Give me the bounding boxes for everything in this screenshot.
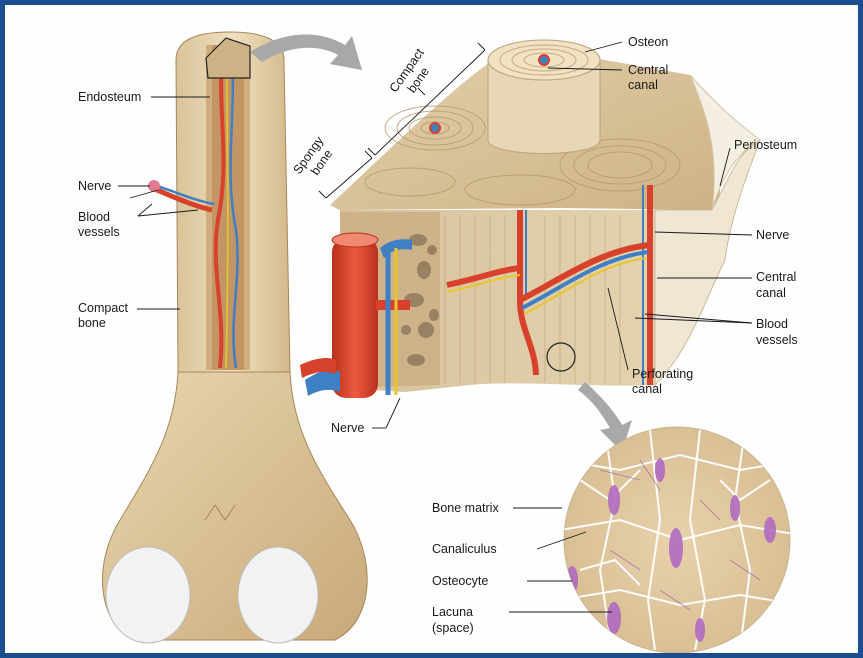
label-nerve-bottom: Nerve <box>331 421 364 435</box>
label-compact-bone-left: Compact bone <box>78 301 132 330</box>
label-canaliculus: Canaliculus <box>432 542 497 556</box>
condyle-right <box>238 547 318 643</box>
large-vessels <box>300 233 412 398</box>
label-spongy-bone: Spongy bone <box>291 131 341 185</box>
label-periosteum: Periosteum <box>734 138 797 152</box>
label-nerve-left: Nerve <box>78 179 111 193</box>
label-blood-vessels-left: Blood vessels <box>78 210 120 239</box>
label-central-canal-right: Central canal <box>756 270 800 300</box>
label-lacuna: Lacuna (space) <box>432 605 477 635</box>
label-bone-matrix: Bone matrix <box>432 501 499 515</box>
long-bone <box>102 32 367 643</box>
bone-wedge <box>300 40 760 398</box>
label-nerve-right: Nerve <box>756 228 789 242</box>
label-osteocyte: Osteocyte <box>432 574 488 588</box>
bone-matrix-detail <box>560 427 800 653</box>
label-blood-vessels-right: Blood vessels <box>756 317 798 347</box>
label-compact-bone-top: Compact bone <box>387 43 441 103</box>
label-perforating-canal: Perforating canal <box>632 367 697 396</box>
label-endosteum: Endosteum <box>78 90 141 104</box>
label-osteon: Osteon <box>628 35 668 49</box>
bone-structure-diagram: Endosteum Nerve Blood vessels Compact bo… <box>5 5 858 653</box>
condyle-left <box>106 547 190 643</box>
osteon-cylinder <box>488 40 600 154</box>
